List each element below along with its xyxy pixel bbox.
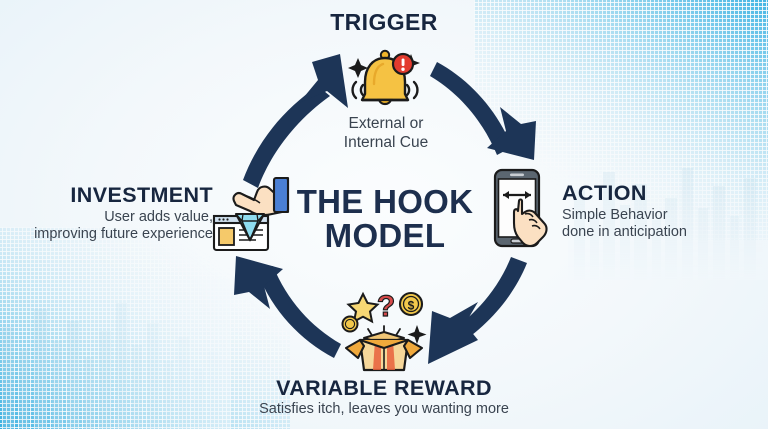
action-title: ACTION [562,181,647,205]
action-subtitle-line2: done in anticipation [562,224,687,241]
center-title-line1: THE HOOK [296,183,474,220]
center-title-line2: MODEL [324,217,446,255]
node-variable-reward: VARIABLE REWARD Satisfies itch, leaves y… [234,377,534,418]
action-subtitle: Simple Behavior done in anticipation [562,207,762,242]
investment-subtitle: User adds value, improving future experi… [8,209,213,244]
hand-diamond-card-icon [212,174,290,254]
investment-title: INVESTMENT [70,183,213,207]
variable-reward-subtitle: Satisfies itch, leaves you wanting more [259,400,509,417]
investment-subtitle-line1: User adds value, [104,208,213,225]
trigger-subtitle-line1: External or [348,115,424,132]
node-trigger: TRIGGER [284,10,484,34]
open-gift-box-icon: ? $ [338,288,430,374]
trigger-subtitle-line2: Internal Cue [343,133,429,151]
trigger-title: TRIGGER [330,9,438,35]
trigger-subtitle: External or Internal Cue [286,115,486,153]
investment-subtitle-line2: improving future experience [34,226,213,243]
node-action: ACTION Simple Behavior done in anticipat… [562,182,762,242]
svg-text:?: ? [377,290,395,323]
smartphone-swipe-hand-icon [492,168,552,248]
svg-text:$: $ [408,299,415,313]
page-title: THE HOOK MODEL [279,183,491,255]
variable-reward-title: VARIABLE REWARD [276,376,492,400]
bell-notification-icon [345,44,425,116]
decorative-skyline-bottom-left [0,279,230,429]
arrow-action-to-reward [428,257,527,364]
diamond-shape [234,212,266,242]
arrow-reward-to-investment [234,256,341,358]
node-investment: INVESTMENT User adds value, improving fu… [8,184,213,244]
action-subtitle-line1: Simple Behavior [562,206,668,223]
